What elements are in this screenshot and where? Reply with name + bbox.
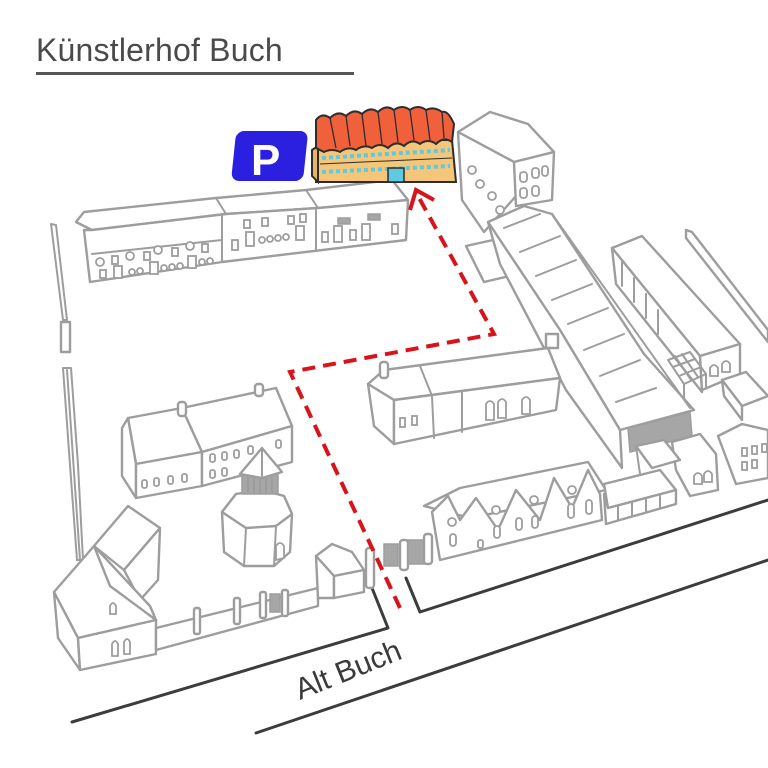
windows: [95, 213, 399, 279]
building-chapel: [52, 504, 162, 672]
parking-letter: P: [251, 136, 280, 185]
parking-sign[interactable]: P: [231, 131, 308, 185]
destination-building[interactable]: [311, 106, 458, 185]
building-small-garage: [720, 370, 768, 422]
arched-doors: [709, 360, 731, 377]
building-tower-house: [456, 110, 556, 234]
building-middle-hall: [366, 346, 562, 446]
building-gatehouse: [314, 542, 376, 600]
building-octagonal-pavilion: [220, 446, 294, 568]
entrance-door: [387, 167, 405, 183]
street-label-alt-buch: Alt Buch: [290, 634, 406, 706]
building-right-corner-houses: [634, 422, 768, 498]
window-rows: [319, 148, 453, 174]
map-title: Künstlerhof Buch: [36, 32, 283, 68]
building-front-gabled-row: [383, 460, 678, 572]
far-right-wall: [684, 228, 768, 344]
roads: [70, 498, 768, 735]
building-twin-houses: [120, 382, 294, 500]
windows: [741, 443, 768, 471]
route-arrowhead: [408, 187, 435, 211]
windows: [399, 396, 531, 428]
left-boundary-wall: [50, 223, 84, 561]
road-edge-upper-right: [404, 498, 768, 614]
route-path: [287, 187, 498, 609]
road-edge-upper-left: [70, 586, 390, 724]
side-box: [544, 332, 560, 350]
roof: [315, 106, 456, 154]
pallet-stack: [667, 351, 707, 399]
dashed-route-arrow-icon: [287, 195, 498, 609]
title-underline: [36, 72, 354, 75]
road-edge-lower: [254, 558, 768, 735]
building-far-right-hall: [610, 234, 742, 399]
front-fence-left: [154, 586, 320, 652]
windows: [109, 602, 131, 657]
windows: [447, 485, 593, 549]
chimney: [378, 360, 390, 380]
building-top-row-houses: [74, 178, 410, 284]
windows: [141, 439, 282, 489]
building-long-hall: [486, 204, 696, 470]
windows: [467, 165, 549, 215]
parking-icon: [231, 131, 308, 181]
